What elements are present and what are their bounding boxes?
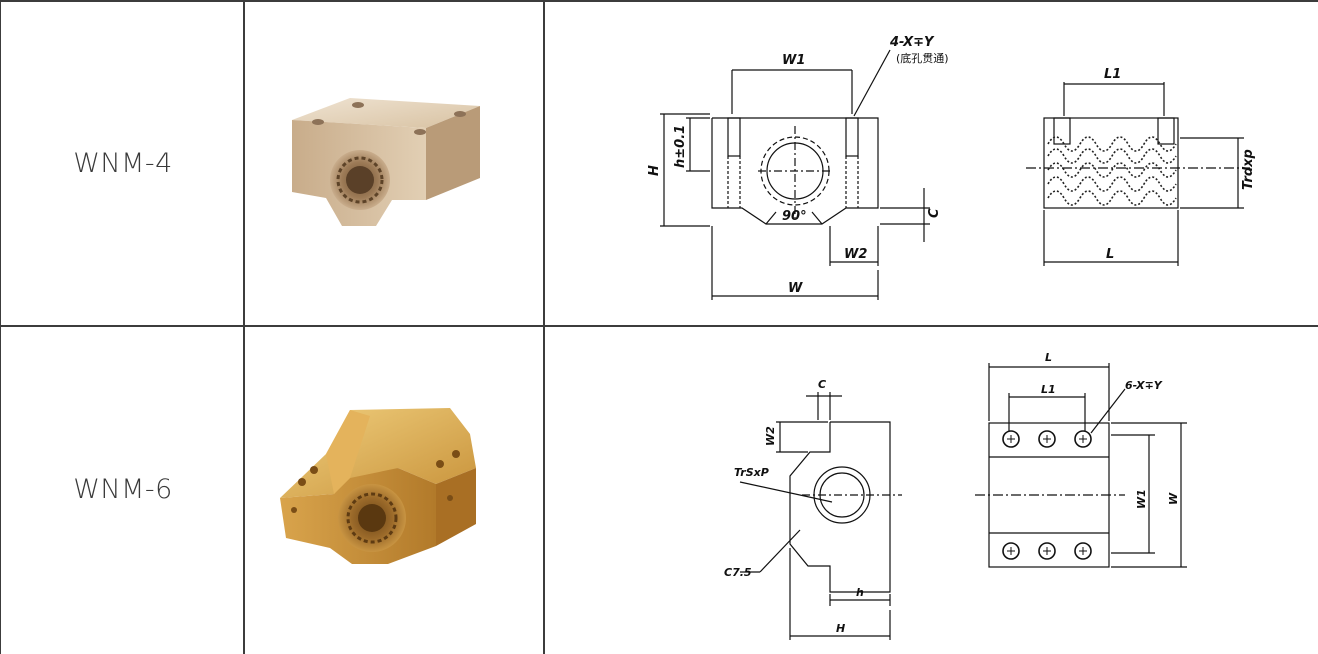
- dim-label: (底孔贯通): [896, 51, 949, 65]
- table-col-divider-1: [243, 2, 245, 654]
- dim-label: W2: [844, 247, 867, 262]
- dim-label: 90°: [782, 209, 807, 224]
- dim-label: C: [818, 378, 826, 391]
- model-name: WNM-6: [73, 474, 173, 505]
- dim-label: W: [1167, 492, 1180, 505]
- wnm4-front-view-drawing: W1 4-X∓Y (底孔贯通) h±0.1 H 90° C W2 W: [647, 35, 949, 300]
- wnm6-front-view-drawing: C W2 TrSxP C7.5 h H: [724, 378, 902, 640]
- dim-label: 4-X∓Y: [889, 35, 935, 50]
- dim-label: H: [647, 165, 662, 176]
- table-col-divider-2: [543, 2, 545, 654]
- dim-label: W1: [782, 53, 805, 68]
- bronze-flange-nut-block-photo: [292, 98, 480, 226]
- dim-label: Trdxp: [1241, 149, 1256, 190]
- table-top-border: [0, 0, 1318, 2]
- dim-label: h: [856, 586, 864, 599]
- dim-label: 6-X∓Y: [1125, 379, 1163, 392]
- dim-label: L: [1106, 247, 1114, 262]
- dim-label: h±0.1: [673, 125, 688, 168]
- dim-label: H: [836, 622, 845, 635]
- dim-label: W1: [1135, 489, 1148, 509]
- table-left-border: [0, 2, 1, 654]
- dim-label: C: [927, 208, 942, 218]
- model-name: WNM-4: [73, 148, 173, 179]
- dim-label: C7.5: [724, 566, 752, 579]
- table-row-divider: [0, 325, 1318, 327]
- wnm6-side-view-drawing: L L1 6-X∓Y W1 W: [975, 351, 1187, 568]
- brass-chamfered-nut-block-photo: [280, 408, 476, 564]
- dim-label: L: [1045, 351, 1052, 364]
- dim-label: W: [788, 281, 803, 296]
- dim-label: TrSxP: [734, 466, 769, 479]
- dim-label: L1: [1104, 67, 1121, 82]
- dim-label: W2: [764, 426, 777, 446]
- dim-label: L1: [1041, 383, 1056, 396]
- wnm4-side-view-drawing: L1 Trdxp L: [1026, 67, 1256, 266]
